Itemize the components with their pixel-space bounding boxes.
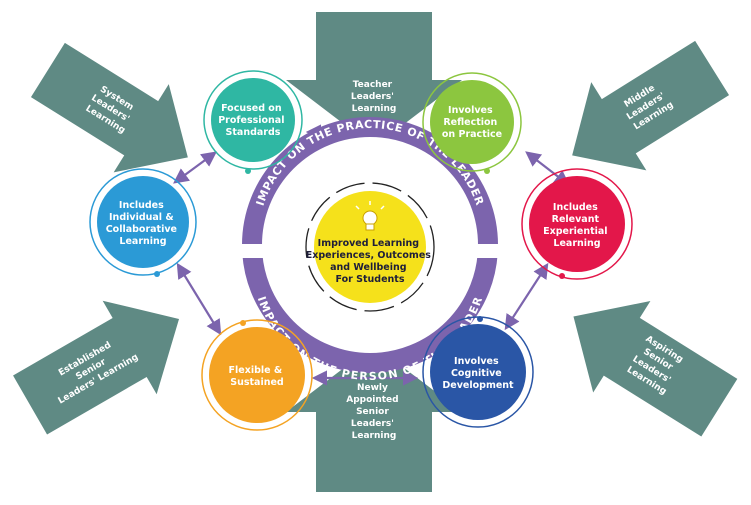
arrow-established: Established Senior Leaders' Learning <box>13 300 180 435</box>
arrow-aspiring: Aspiring Senior Leaders' Learning <box>573 300 738 437</box>
arrow-teacher: Teacher Leaders' Learning <box>286 12 462 147</box>
arrow-newly-label: Newly Appointed Senior Leaders' Learning <box>346 383 402 441</box>
lightbulb-icon <box>355 201 385 231</box>
connector-collaborative-flexible <box>176 262 222 336</box>
arrow-middle: Middle Leaders' Learning <box>572 40 730 171</box>
connector-collaborative-focused <box>173 151 217 184</box>
circle-flexible-sustained: Flexible & Sustained <box>201 319 313 431</box>
circle-focused-on-standards: Focused on Professional Standards <box>203 70 303 174</box>
arrow-system: System Leaders' Learning <box>30 42 188 173</box>
circle-individual-collaborative: Includes Individual & Collaborative Lear… <box>89 168 197 277</box>
connector-reflection-experiential <box>525 151 570 186</box>
connector-experiential-cognitive <box>504 262 549 331</box>
cognitive-label: Involves Cognitive Development <box>442 356 514 391</box>
circle-experiential-learning: Includes Relevant Experiential Learning <box>521 168 633 280</box>
arrow-teacher-label: Teacher Leaders' Learning <box>351 80 397 114</box>
circle-reflection-on-practice: Involves Reflection on Practice <box>422 72 522 174</box>
flexible-label: Flexible & Sustained <box>229 365 286 388</box>
focused-label: Focused on Professional Standards <box>218 103 288 138</box>
center-text: Improved Learning Experiences, Outcomes … <box>306 238 435 285</box>
cycle-ring <box>305 182 435 312</box>
center-circle <box>314 191 426 303</box>
experiential-label: Includes Relevant Experiential Learning <box>543 202 611 249</box>
collaborative-label: Includes Individual & Collaborative Lear… <box>106 200 181 247</box>
reflection-label: Involves Reflection on Practice <box>442 105 502 140</box>
circle-cognitive-development: Involves Cognitive Development <box>422 316 534 428</box>
